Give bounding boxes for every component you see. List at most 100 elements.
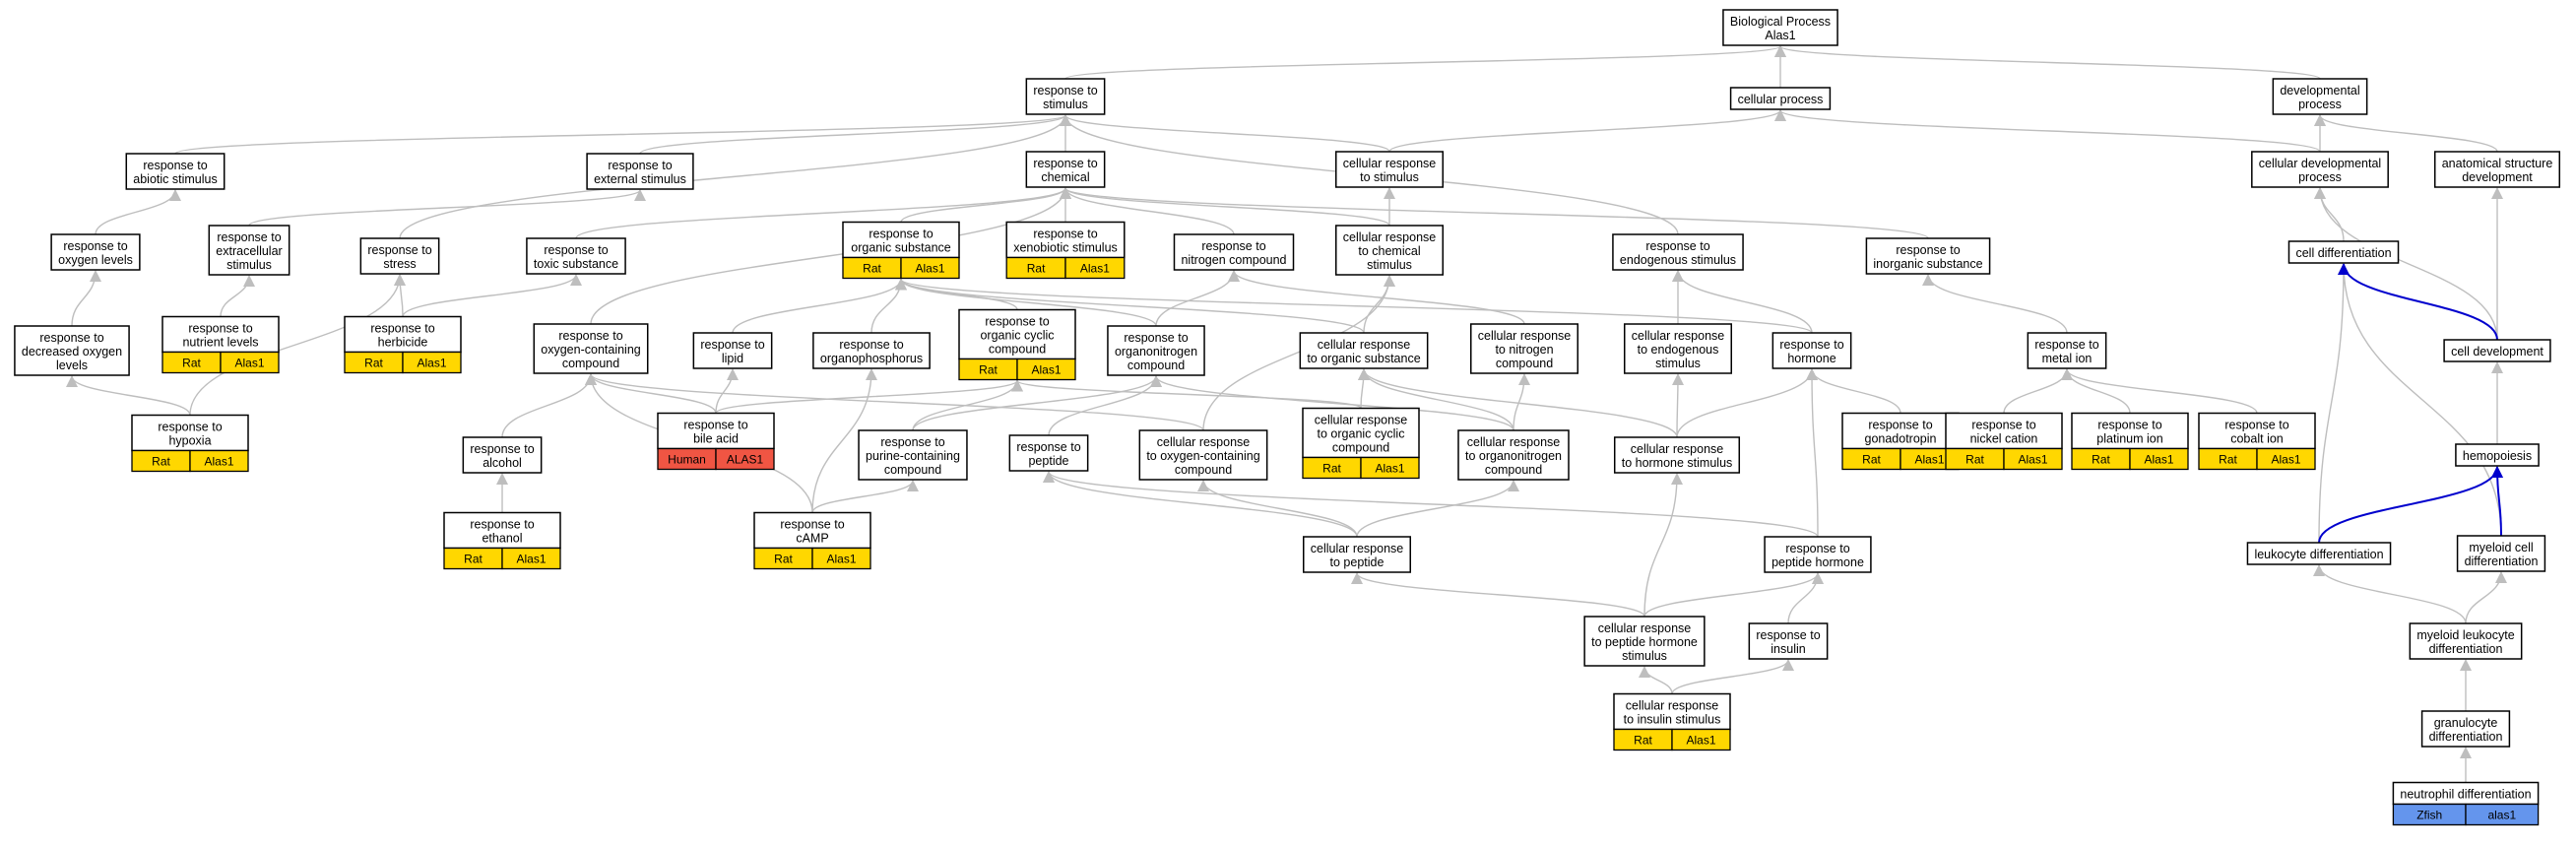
edge-crpephorm-to-crhorm: [1643, 473, 1683, 618]
term-label: lipid: [722, 352, 743, 365]
term-box: [2272, 78, 2368, 115]
edge-myeldiff-to-hemo: [2491, 466, 2504, 537]
term-label: organonitrogen: [1115, 345, 1197, 359]
term-label: response to: [2097, 419, 2161, 432]
species-label: Rat: [2219, 453, 2237, 467]
term-label: response to: [217, 230, 281, 244]
go-term-cproc[interactable]: cellular process: [1729, 87, 1832, 110]
gene-cell: [900, 256, 960, 280]
term-label: response to: [1756, 628, 1820, 642]
term-label: stimulus: [226, 258, 272, 272]
edge-rbile-to-roxcmp: [585, 373, 717, 414]
go-term-celldev[interactable]: cell development: [2443, 339, 2551, 362]
edge-crorg-to-rorg: [895, 278, 1365, 334]
edge-layer: [66, 45, 2507, 783]
term-label: external stimulus: [594, 172, 686, 186]
term-label: to chemical: [1358, 244, 1420, 258]
go-term-leukdiff[interactable]: leukocyte differentiation: [2246, 542, 2392, 565]
term-label: response to: [869, 228, 933, 241]
gene-cell: [189, 449, 249, 473]
term-label: cellular response: [1343, 157, 1437, 170]
term-label: to hormone stimulus: [1622, 456, 1733, 470]
term-label: to insulin stimulus: [1624, 713, 1721, 727]
go-term-celldiff[interactable]: cell differentiation: [2287, 240, 2400, 264]
term-label: to organic substance: [1307, 352, 1420, 365]
term-box: [1945, 412, 2063, 450]
term-box: [1729, 87, 1832, 110]
term-label: stimulus: [1655, 357, 1701, 370]
go-term-hemo[interactable]: hemopoiesis: [2455, 443, 2540, 467]
term-label: compound: [562, 357, 619, 370]
term-box: [2443, 339, 2551, 362]
term-label: bile acid: [693, 432, 739, 446]
edge-crhorm-to-rhorm: [1676, 368, 1818, 438]
edge-rpephorm-to-rpep: [1043, 471, 1819, 538]
term-label: cellular response: [1157, 435, 1251, 449]
term-box: [2409, 622, 2523, 660]
edge-rhorm-to-rorg: [895, 278, 1813, 334]
species-label: Rat: [364, 357, 383, 370]
term-box: [125, 153, 225, 190]
term-label: herbicide: [378, 336, 428, 350]
term-label: peptide hormone: [1771, 555, 1864, 569]
gene-label: Alas1: [1375, 462, 1404, 476]
